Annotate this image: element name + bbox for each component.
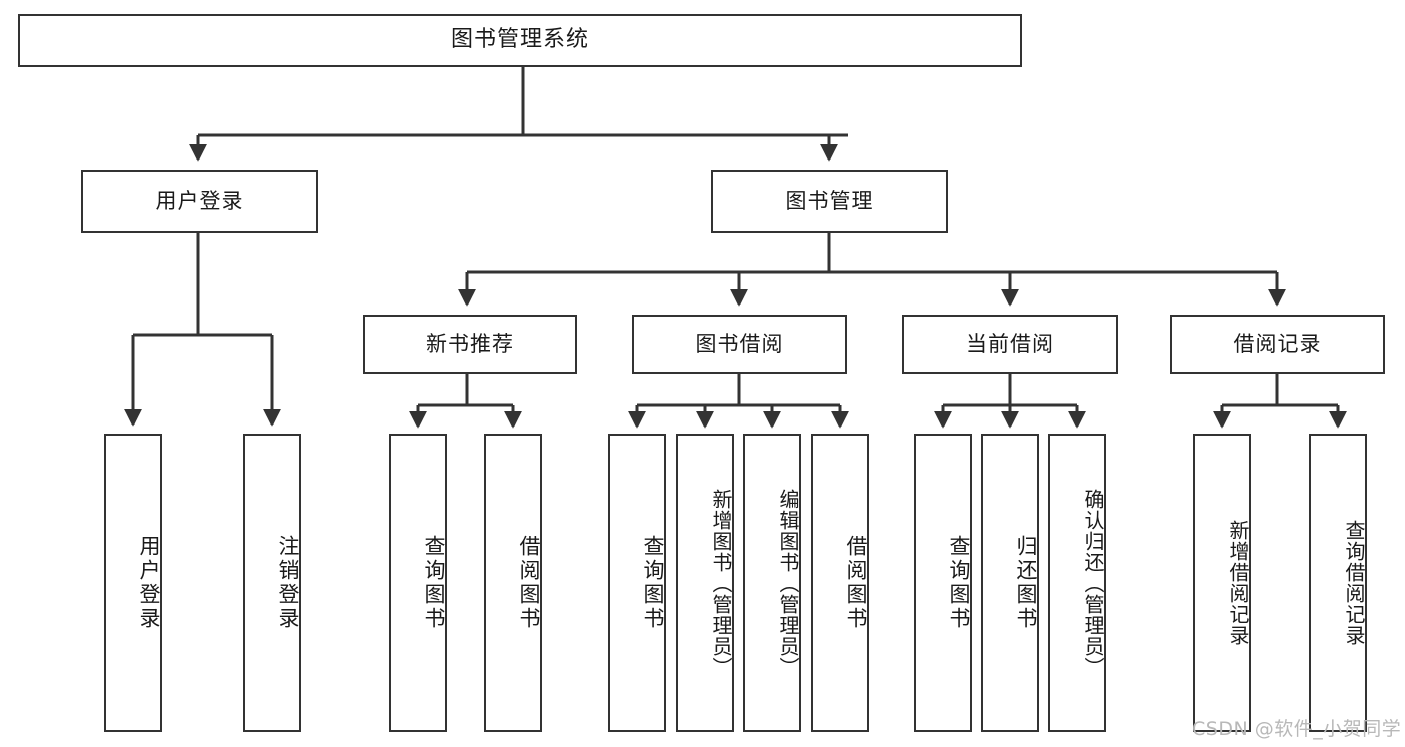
leaf-new-book-borrow-label: 借阅图书 [517,535,541,631]
node-root-system[interactable]: 图书管理系统 [18,14,1022,67]
node-borrow-records[interactable]: 借阅记录 [1170,315,1385,374]
leaf-user-login-signout[interactable]: 注销登录 [243,434,301,732]
leaf-records-query-record-label: 查询借阅记录 [1342,520,1366,646]
leaf-records-add-record-label: 新增借阅记录 [1226,520,1250,646]
node-new-book-recommend-label: 新书推荐 [426,331,514,356]
leaf-current-query-book-label: 查询图书 [947,535,971,631]
leaf-new-book-query-label: 查询图书 [422,535,446,631]
leaf-borrow-borrow-book-label: 借阅图书 [844,535,868,631]
node-user-login[interactable]: 用户登录 [81,170,318,233]
node-book-management[interactable]: 图书管理 [711,170,948,233]
leaf-records-add-record[interactable]: 新增借阅记录 [1193,434,1251,732]
node-book-management-label: 图书管理 [785,188,874,213]
leaf-current-confirm-return-admin[interactable]: 确认归还（管理员） [1048,434,1106,732]
leaf-current-query-book[interactable]: 查询图书 [914,434,972,732]
leaf-borrow-edit-book-admin[interactable]: 编辑图书（管理员） [743,434,801,732]
leaf-new-book-borrow[interactable]: 借阅图书 [484,434,542,732]
node-current-borrow[interactable]: 当前借阅 [902,315,1118,374]
leaf-current-return-book[interactable]: 归还图书 [981,434,1039,732]
node-user-login-label: 用户登录 [155,188,244,213]
leaf-current-return-book-label: 归还图书 [1014,535,1038,631]
leaf-user-login-signin[interactable]: 用户登录 [104,434,162,732]
leaf-new-book-query[interactable]: 查询图书 [389,434,447,732]
leaf-user-login-signout-label: 注销登录 [276,535,300,631]
node-root-system-label: 图书管理系统 [450,27,589,53]
leaf-borrow-borrow-book[interactable]: 借阅图书 [811,434,869,732]
leaf-current-confirm-return-admin-label: 确认归还（管理员） [1081,488,1105,678]
leaf-borrow-query-book-label: 查询图书 [641,535,665,631]
node-borrow-records-label: 借阅记录 [1233,331,1322,356]
leaf-borrow-edit-book-admin-label: 编辑图书（管理员） [776,488,800,678]
leaf-user-login-signin-label: 用户登录 [137,535,161,631]
leaf-borrow-query-book[interactable]: 查询图书 [608,434,666,732]
node-current-borrow-label: 当前借阅 [966,331,1054,356]
leaf-borrow-add-book-admin[interactable]: 新增图书（管理员） [676,434,734,732]
node-book-borrow-label: 图书借阅 [695,331,784,356]
node-new-book-recommend[interactable]: 新书推荐 [363,315,577,374]
node-book-borrow[interactable]: 图书借阅 [632,315,847,374]
csdn-watermark: CSDN @软件_小贺同学 [1192,718,1402,740]
leaf-borrow-add-book-admin-label: 新增图书（管理员） [709,488,733,678]
leaf-records-query-record[interactable]: 查询借阅记录 [1309,434,1367,732]
